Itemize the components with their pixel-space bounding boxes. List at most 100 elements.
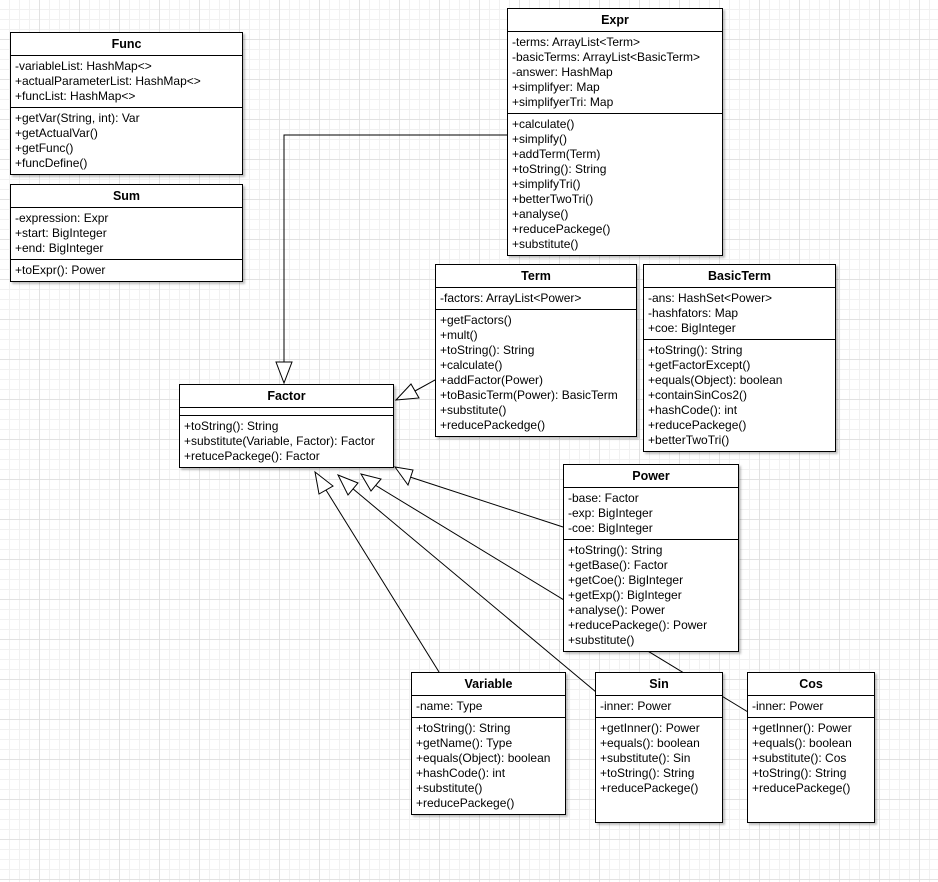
methods: +calculate() +simplify() +addTerm(Term) … (508, 114, 722, 255)
attribute: -variableList: HashMap<> (15, 59, 152, 73)
class-sin[interactable]: Sin -inner: Power +getInner(): Power +eq… (595, 672, 723, 823)
attribute: -exp: BigInteger (568, 506, 653, 520)
method: +equals(): boolean (752, 736, 852, 750)
method: +retucePackege(): Factor (184, 449, 320, 463)
method: +toExpr(): Power (15, 263, 106, 277)
class-name: Sin (596, 673, 722, 696)
method: +toString(): String (512, 162, 607, 176)
methods: +getFactors() +mult() +toString(): Strin… (436, 310, 636, 436)
method: +toString(): String (648, 343, 743, 357)
expr-arrowhead (275, 361, 293, 385)
attributes: -base: Factor -exp: BigInteger -coe: Big… (564, 488, 738, 540)
method: +toString(): String (568, 543, 663, 557)
attributes: -name: Type (412, 696, 565, 718)
method: +containSinCos2() (648, 388, 748, 402)
attribute: +simplifyer: Map (512, 80, 600, 94)
methods: +toString(): String +getFactorExcept() +… (644, 340, 835, 451)
attribute: +funcList: HashMap<> (15, 89, 136, 103)
power-arrowhead (393, 466, 414, 487)
attributes: -inner: Power (596, 696, 722, 718)
method: +addTerm(Term) (512, 147, 601, 161)
method: +equals(Object): boolean (416, 751, 551, 765)
class-name: Term (436, 265, 636, 288)
method: +substitute(Variable, Factor): Factor (184, 434, 375, 448)
attribute: -ans: HashSet<Power> (648, 291, 773, 305)
variable-to-factor-line (325, 489, 440, 673)
methods: +toString(): String +getName(): Type +eq… (412, 718, 565, 814)
attribute: -terms: ArrayList<Term> (512, 35, 641, 49)
class-name: Cos (748, 673, 874, 696)
class-term[interactable]: Term -factors: ArrayList<Power> +getFact… (435, 264, 637, 437)
attributes: -expression: Expr +start: BigInteger +en… (11, 208, 242, 260)
attribute: +end: BigInteger (15, 241, 104, 255)
attribute: -answer: HashMap (512, 65, 613, 79)
method: +betterTwoTri() (648, 433, 730, 447)
method: +substitute() (512, 237, 579, 251)
method: +substitute() (568, 633, 635, 647)
attribute: -name: Type (416, 699, 483, 713)
method: +reducePackege() (752, 781, 851, 795)
method: +addFactor(Power) (440, 373, 544, 387)
sin-to-factor-line (351, 487, 597, 693)
method: +analyse(): Power (568, 603, 666, 617)
class-name: Factor (180, 385, 393, 408)
attributes: -ans: HashSet<Power> -hashfators: Map +c… (644, 288, 835, 340)
attributes: -terms: ArrayList<Term> -basicTerms: Arr… (508, 32, 722, 114)
class-name: Sum (11, 185, 242, 208)
attribute: -basicTerms: ArrayList<BasicTerm> (512, 50, 701, 64)
class-power[interactable]: Power -base: Factor -exp: BigInteger -co… (563, 464, 739, 652)
cos-arrowhead (359, 473, 382, 492)
class-expr[interactable]: Expr -terms: ArrayList<Term> -basicTerms… (507, 8, 723, 256)
method: +calculate() (512, 117, 575, 131)
class-func[interactable]: Func -variableList: HashMap<> +actualPar… (10, 32, 243, 175)
class-name: Func (11, 33, 242, 56)
method: +substitute(): Sin (600, 751, 691, 765)
method: +getInner(): Power (600, 721, 700, 735)
attribute: +coe: BigInteger (648, 321, 736, 335)
method: +toString(): String (752, 766, 847, 780)
method: +substitute() (416, 781, 483, 795)
method: +getActualVar() (15, 126, 98, 140)
method: +getCoe(): BigInteger (568, 573, 684, 587)
methods: +toExpr(): Power (11, 260, 242, 281)
attribute: +simplifyerTri: Map (512, 95, 614, 109)
attribute: -inner: Power (600, 699, 672, 713)
method: +analyse() (512, 207, 569, 221)
method: +calculate() (440, 358, 503, 372)
method: +getBase(): Factor (568, 558, 668, 572)
method: +mult() (440, 328, 478, 342)
class-name: BasicTerm (644, 265, 835, 288)
method: +getInner(): Power (752, 721, 852, 735)
term-to-factor-line (414, 379, 436, 392)
method: +substitute() (440, 403, 507, 417)
methods: +getInner(): Power +equals(): boolean +s… (596, 718, 722, 822)
class-name: Power (564, 465, 738, 488)
method: +getFactors() (440, 313, 512, 327)
method: +toString(): String (184, 419, 279, 433)
method: +getExp(): BigInteger (568, 588, 682, 602)
method: +toBasicTerm(Power): BasicTerm (440, 388, 618, 402)
method: +getFactorExcept() (648, 358, 751, 372)
attributes: -factors: ArrayList<Power> (436, 288, 636, 310)
attributes: -inner: Power (748, 696, 874, 718)
methods: +getVar(String, int): Var +getActualVar(… (11, 108, 242, 174)
class-basicterm[interactable]: BasicTerm -ans: HashSet<Power> -hashfato… (643, 264, 836, 452)
attributes (180, 408, 393, 416)
attributes: -variableList: HashMap<> +actualParamete… (11, 56, 242, 108)
attribute: -expression: Expr (15, 211, 109, 225)
method: +getName(): Type (416, 736, 513, 750)
method: +reducePackege() (512, 222, 611, 236)
power-to-factor-line (409, 476, 564, 528)
class-name: Variable (412, 673, 565, 696)
class-factor[interactable]: Factor +toString(): String +substitute(V… (179, 384, 394, 468)
attribute: +actualParameterList: HashMap<> (15, 74, 201, 88)
class-cos[interactable]: Cos -inner: Power +getInner(): Power +eq… (747, 672, 875, 823)
attribute: -hashfators: Map (648, 306, 739, 320)
expr-to-factor-line (283, 134, 507, 362)
methods: +getInner(): Power +equals(): boolean +s… (748, 718, 874, 822)
class-variable[interactable]: Variable -name: Type +toString(): String… (411, 672, 566, 815)
method: +betterTwoTri() (512, 192, 594, 206)
method: +funcDefine() (15, 156, 88, 170)
class-sum[interactable]: Sum -expression: Expr +start: BigInteger… (10, 184, 243, 282)
